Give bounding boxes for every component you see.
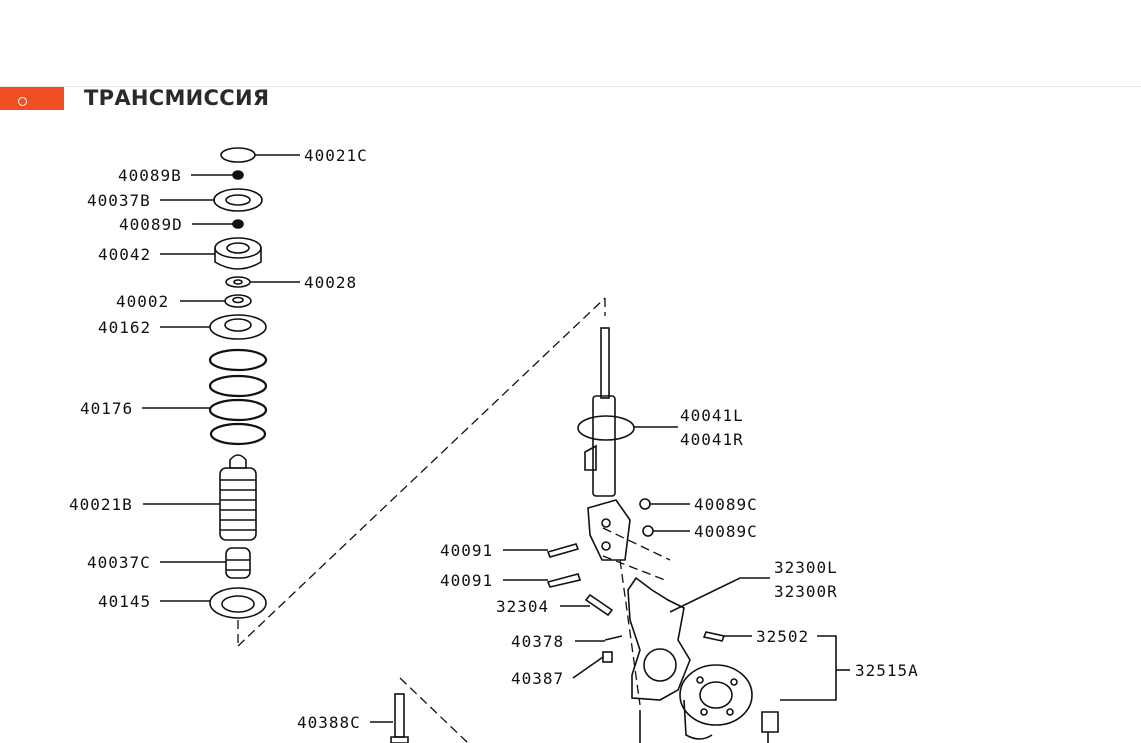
strut-assembly bbox=[577, 327, 635, 561]
part-label-40089C: 40089C bbox=[694, 495, 758, 514]
part-label-32515A: 32515A bbox=[855, 661, 919, 680]
part-label-40387: 40387 bbox=[511, 669, 564, 688]
part-label-40089C: 40089C bbox=[694, 522, 758, 541]
bolts bbox=[390, 498, 726, 743]
part-label-40041R: 40041R bbox=[680, 430, 744, 449]
header-divider bbox=[0, 86, 1141, 87]
part-label-40378: 40378 bbox=[511, 632, 564, 651]
section-marker bbox=[0, 87, 64, 110]
part-label-40089B: 40089B bbox=[118, 166, 182, 185]
part-label-40021B: 40021B bbox=[69, 495, 133, 514]
part-label-40037C: 40037C bbox=[87, 553, 151, 572]
part-label-40042: 40042 bbox=[98, 245, 151, 264]
knuckle bbox=[627, 576, 691, 701]
part-label-40145: 40145 bbox=[98, 592, 151, 611]
part-label-40162: 40162 bbox=[98, 318, 151, 337]
strut-mount-parts bbox=[209, 147, 267, 340]
bump-boot bbox=[209, 454, 267, 619]
coil-spring bbox=[208, 348, 268, 446]
part-label-40388C: 40388C bbox=[297, 713, 361, 732]
part-label-40037B: 40037B bbox=[87, 191, 151, 210]
part-label-40002: 40002 bbox=[116, 292, 169, 311]
leader-lines bbox=[142, 154, 850, 743]
part-label-32502: 32502 bbox=[756, 627, 809, 646]
part-label-40091: 40091 bbox=[440, 541, 493, 560]
part-label-32304: 32304 bbox=[496, 597, 549, 616]
part-label-40021C: 40021C bbox=[304, 146, 368, 165]
part-label-40176: 40176 bbox=[80, 399, 133, 418]
part-label-40041L: 40041L bbox=[680, 406, 744, 425]
part-label-40028: 40028 bbox=[304, 273, 357, 292]
dashed-guides bbox=[237, 297, 671, 743]
hub-bearing bbox=[679, 664, 779, 740]
page-title: ТРАНСМИССИЯ bbox=[84, 86, 270, 110]
part-label-32300L: 32300L bbox=[774, 558, 838, 577]
part-label-32300R: 32300R bbox=[774, 582, 838, 601]
part-label-40091: 40091 bbox=[440, 571, 493, 590]
part-label-40089D: 40089D bbox=[119, 215, 183, 234]
circle-icon bbox=[18, 97, 27, 106]
